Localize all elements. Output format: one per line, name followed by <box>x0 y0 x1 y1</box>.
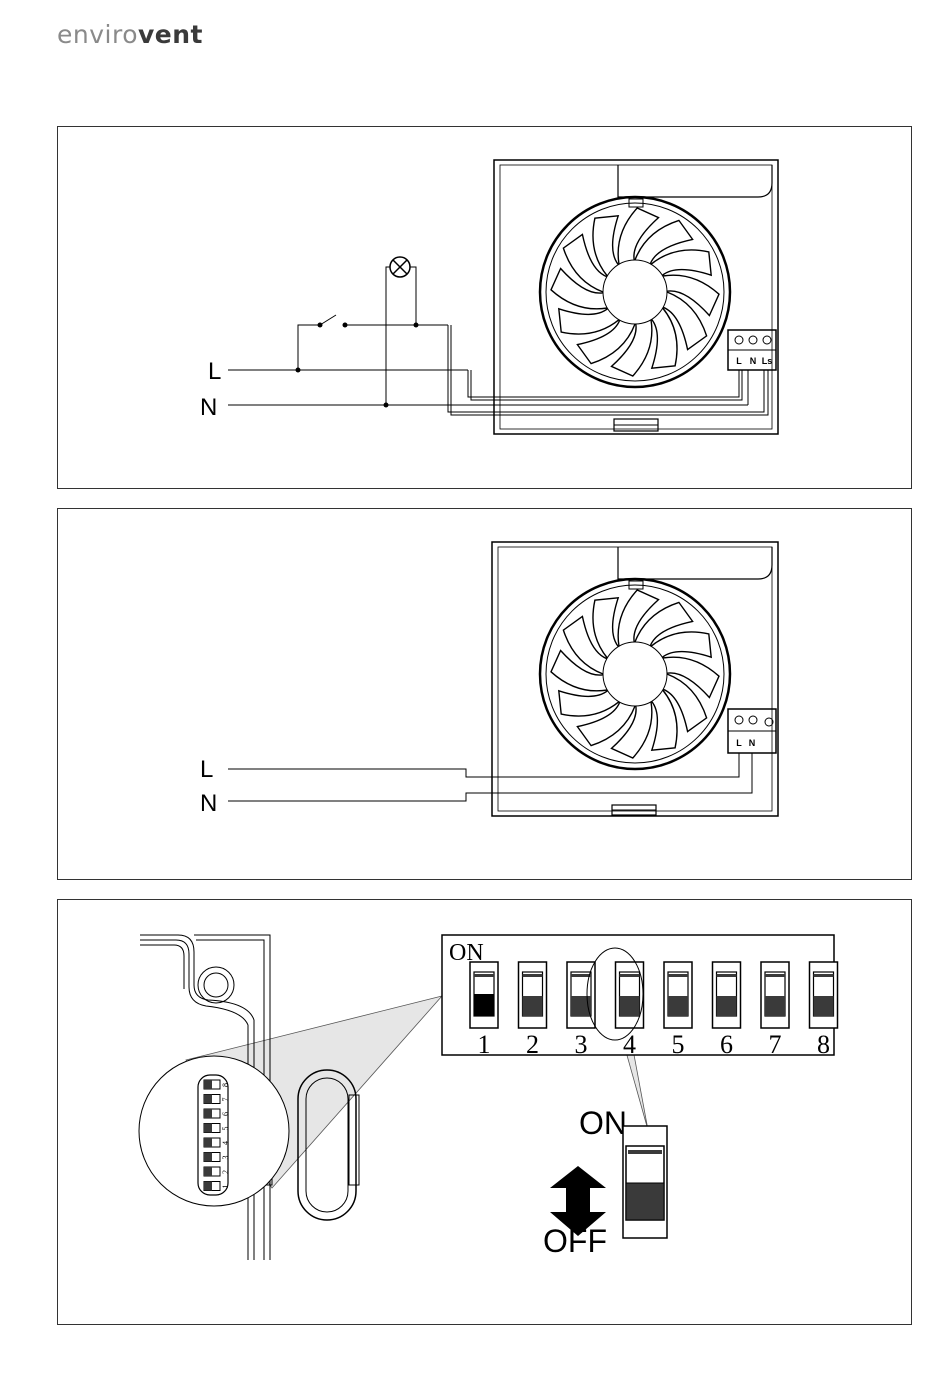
fan-blade <box>663 292 707 350</box>
small-dip-switch <box>204 1182 220 1191</box>
dip-switch-number: 5 <box>672 1030 685 1059</box>
fan-hub <box>603 260 667 324</box>
small-dip-number: 3 <box>221 1156 230 1160</box>
fan-blade <box>563 616 607 674</box>
terminal-label-l: L <box>736 356 742 366</box>
small-dip-switch <box>204 1167 220 1176</box>
fan-blade <box>663 657 719 697</box>
permanent-wiring-diagram: L N L N <box>58 509 913 881</box>
dip-switch-number: 8 <box>817 1030 830 1059</box>
small-dip-switch <box>204 1080 220 1089</box>
small-dip-switch <box>204 1138 220 1147</box>
fan-blade <box>612 702 652 758</box>
lamp-icon <box>390 257 416 325</box>
fan-blade <box>551 651 607 691</box>
dip-switch-8[interactable] <box>810 962 838 1028</box>
fan-blades <box>551 208 719 376</box>
neutral-label: N <box>200 394 217 421</box>
fan-blade <box>551 269 607 309</box>
fan-blade <box>663 275 719 315</box>
dip-switch-1[interactable] <box>470 962 498 1028</box>
toggle-off-label: OFF <box>543 1223 607 1259</box>
supply-wiring <box>228 267 768 415</box>
live-label: L <box>200 756 213 783</box>
logo-bold-text: vent <box>138 20 203 49</box>
live-label: L <box>208 358 221 385</box>
dip-switch-5[interactable] <box>664 962 692 1028</box>
dip-switch-number: 7 <box>769 1030 782 1059</box>
terminal-label-l: L <box>736 738 742 748</box>
neutral-label: N <box>200 790 217 817</box>
dip-switch-number: 2 <box>526 1030 539 1059</box>
dip-switch-number: 1 <box>478 1030 491 1059</box>
fan-unit <box>492 542 778 816</box>
terminal-label-n: N <box>749 738 756 748</box>
fan-impeller <box>540 197 730 387</box>
dip-switch-number: 6 <box>720 1030 733 1059</box>
toggle-on-label: ON <box>579 1105 627 1141</box>
dip-switch-6[interactable] <box>713 962 741 1028</box>
fan-hub <box>603 642 667 706</box>
small-dip-switch <box>204 1153 220 1162</box>
fan-blade <box>577 702 635 746</box>
fan-blades <box>551 590 719 758</box>
logo-light-text: enviro <box>57 20 138 49</box>
switched-wiring-diagram: L N Ls L <box>58 127 913 490</box>
envirovent-logo: envirovent <box>57 20 203 49</box>
small-dip-number: 6 <box>221 1112 230 1116</box>
fan-blade <box>577 320 635 364</box>
fan-unit <box>494 160 778 434</box>
small-dip-number: 4 <box>221 1141 230 1145</box>
dip-switch-number: 4 <box>623 1030 636 1059</box>
switch-contacts <box>296 323 419 408</box>
small-dip-switch <box>204 1095 220 1104</box>
small-dip-number: 7 <box>221 1098 230 1102</box>
small-dip-switch <box>204 1124 220 1133</box>
fan-blade <box>663 674 707 732</box>
dip-switch-2[interactable] <box>519 962 547 1028</box>
small-dip-number: 8 <box>221 1083 230 1087</box>
permanent-wiring-panel: L N L N <box>57 508 912 880</box>
toggle-detail <box>623 1126 667 1238</box>
small-dip-number: 5 <box>221 1127 230 1131</box>
small-dip-number: 2 <box>221 1170 230 1174</box>
small-dip-switch <box>204 1109 220 1118</box>
dip-switch-7[interactable] <box>761 962 789 1028</box>
dip-switch-number: 3 <box>575 1030 588 1059</box>
small-dip-number: 1 <box>221 1185 230 1189</box>
switched-wiring-panel: L N Ls L <box>57 126 912 489</box>
fan-blade <box>618 208 658 264</box>
fan-blade <box>635 602 693 646</box>
terminal-label-n: N <box>750 356 757 366</box>
zoom-circle: 8 7 6 5 4 3 2 1 <box>139 1056 289 1206</box>
fan-blade <box>635 220 693 264</box>
fan-blade <box>618 590 658 646</box>
fan-blade <box>563 234 607 292</box>
terminal-label-ls: Ls <box>762 356 773 366</box>
fan-blade <box>612 320 652 376</box>
fan-impeller <box>540 579 730 769</box>
